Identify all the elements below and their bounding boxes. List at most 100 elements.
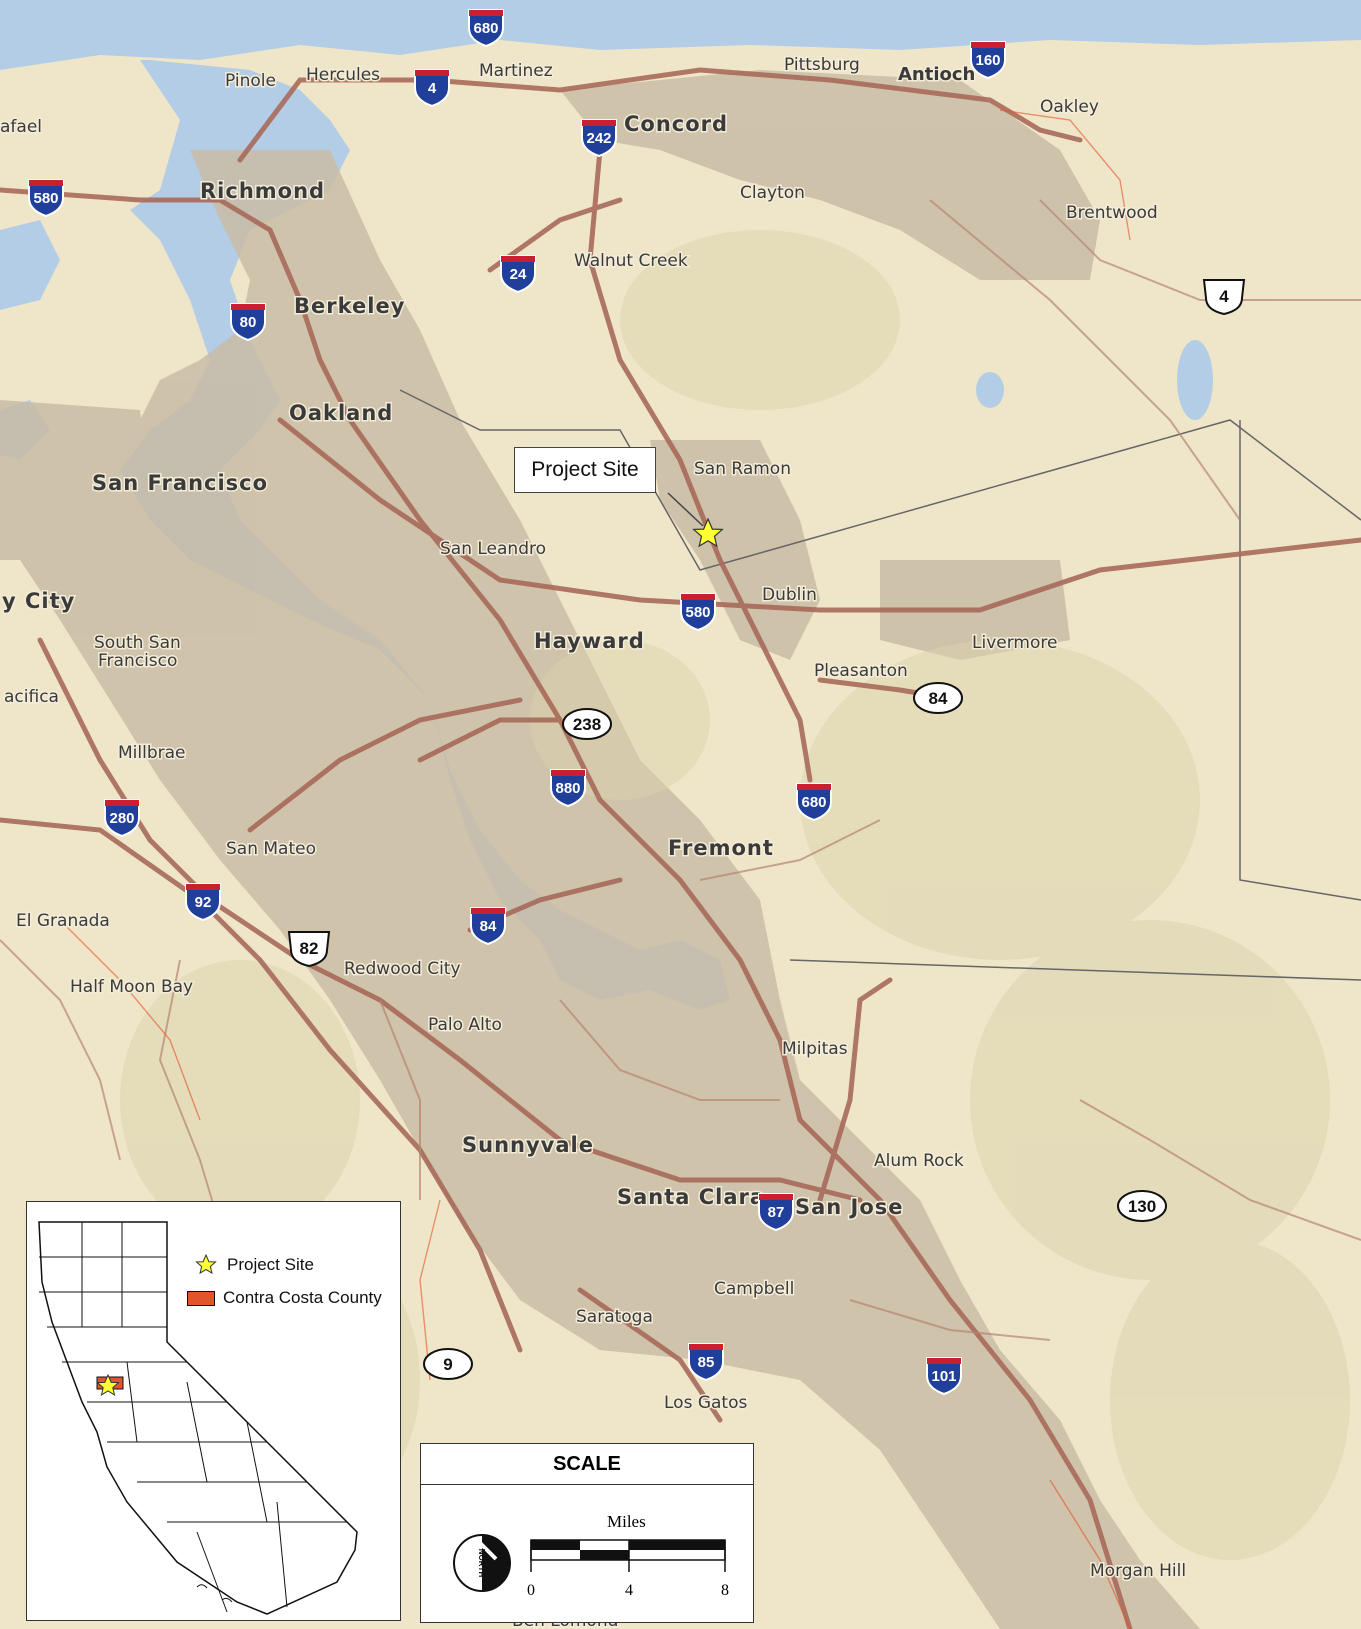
project-site-callout: Project Site <box>514 447 656 493</box>
shield-label: 680 <box>473 20 498 37</box>
shield-label: 101 <box>931 1368 956 1385</box>
label-san-mateo: San Mateo <box>226 839 316 859</box>
shield-label: 82 <box>300 939 319 958</box>
shield-label: 280 <box>109 810 134 827</box>
shield-label: 580 <box>33 190 58 207</box>
label-campbell: Campbell <box>714 1279 794 1299</box>
label-pittsburg: Pittsburg <box>784 55 860 75</box>
scale-tick-8: 8 <box>721 1582 729 1599</box>
interstate-shield: 580 <box>680 593 716 632</box>
label-morgan-hill: Morgan Hill <box>1090 1561 1186 1581</box>
interstate-shield: 680 <box>468 9 504 48</box>
county-roads <box>59 109 1131 1629</box>
interstate-shield: 80 <box>230 303 266 342</box>
label-los-gatos: Los Gatos <box>664 1393 747 1413</box>
legend-label: Contra Costa County <box>223 1288 382 1307</box>
shield-label: 80 <box>240 314 257 331</box>
scale-box: SCALE NORTH Miles 0 4 8 <box>420 1443 754 1623</box>
label-clayton: Clayton <box>740 183 805 203</box>
shield-label: 85 <box>698 1354 715 1371</box>
state-route-shield: 238 <box>562 708 612 740</box>
interstate-shield: 85 <box>688 1343 724 1382</box>
north-arrow-icon: NORTH <box>453 1534 511 1592</box>
inset-map: Project Site Contra Costa County <box>26 1201 401 1621</box>
scale-tick-0: 0 <box>527 1582 535 1599</box>
county-swatch <box>187 1290 215 1306</box>
legend-item-county: Contra Costa County <box>187 1288 382 1308</box>
north-label: NORTH <box>477 1549 486 1578</box>
interstate-shield: 101 <box>926 1357 962 1396</box>
shield-label: 84 <box>929 689 948 708</box>
label-millbrae: Millbrae <box>118 743 186 763</box>
shield-label: 680 <box>801 794 826 811</box>
shield-label: 130 <box>1128 1197 1156 1216</box>
label-livermore: Livermore <box>972 633 1057 653</box>
shield-label: 24 <box>510 266 527 283</box>
label-san-francisco: San Francisco <box>92 471 268 495</box>
interstate-shield: 880 <box>550 769 586 808</box>
shield-label: 84 <box>480 918 497 935</box>
label-milpitas: Milpitas <box>782 1039 848 1059</box>
route-shields: 4 84 238 82 130 9 <box>287 279 1246 1380</box>
legend-item-project-site: Project Site <box>195 1254 314 1276</box>
shield-label: 4 <box>428 80 437 97</box>
shield-label: 580 <box>685 604 710 621</box>
label-hercules: Hercules <box>306 65 380 85</box>
label-rafael: afael <box>0 117 42 137</box>
shield-label: 9 <box>443 1355 452 1374</box>
scale-units: Miles <box>607 1512 646 1531</box>
label-san-ramon: San Ramon <box>694 459 791 479</box>
label-redwood-city: Redwood City <box>344 959 461 979</box>
us-route-shield: 4 <box>1202 279 1246 316</box>
label-half-moon-bay: Half Moon Bay <box>70 977 193 997</box>
shield-label: 880 <box>555 780 580 797</box>
interstate-shield: 4 <box>414 69 450 108</box>
label-sunnyvale: Sunnyvale <box>462 1133 594 1157</box>
california-outline <box>38 1221 358 1615</box>
shield-label: 92 <box>195 894 212 911</box>
label-pinole: Pinole <box>225 71 276 91</box>
label-martinez: Martinez <box>479 61 553 81</box>
county-boundary <box>399 389 1361 571</box>
interstate-shield: 160 <box>970 41 1006 80</box>
label-daly-city: y City <box>2 589 75 613</box>
interstate-shield: 280 <box>104 799 140 838</box>
shield-label: 87 <box>768 1204 785 1221</box>
label-hayward: Hayward <box>534 629 645 653</box>
label-oakley: Oakley <box>1040 97 1099 117</box>
label-san-leandro: San Leandro <box>440 539 546 559</box>
label-concord: Concord <box>624 112 728 136</box>
interstate-shield: 84 <box>470 907 506 946</box>
project-site-star-icon[interactable] <box>692 517 724 548</box>
inset-star-icon <box>96 1373 120 1396</box>
state-route-shield: 130 <box>1117 1190 1167 1222</box>
label-brentwood: Brentwood <box>1066 203 1158 223</box>
label-oakland: Oakland <box>289 401 393 425</box>
interstate-shields: 680 4 242 160 580 24 80 580 880 680 280 … <box>28 9 1006 1396</box>
secondary-roads <box>0 199 1361 1341</box>
scale-tick-4: 4 <box>625 1582 633 1599</box>
label-el-granada: El Granada <box>16 911 110 931</box>
interstate-shield: 242 <box>581 119 617 158</box>
label-santa-clara: Santa Clara <box>617 1185 765 1209</box>
label-pleasanton: Pleasanton <box>814 661 908 681</box>
label-francisco: Francisco <box>98 651 177 671</box>
county-boundary-south <box>789 959 1361 981</box>
label-antioch: Antioch <box>898 64 975 85</box>
us-route-shield: 82 <box>287 931 331 968</box>
interstate-shield: 680 <box>796 783 832 822</box>
label-richmond: Richmond <box>200 179 325 203</box>
scale-title: SCALE <box>421 1444 753 1485</box>
shield-label: 4 <box>1219 287 1229 306</box>
label-dublin: Dublin <box>762 585 817 605</box>
legend-label: Project Site <box>227 1255 314 1274</box>
interstate-shield: 92 <box>185 883 221 922</box>
star-icon <box>195 1254 217 1275</box>
label-pacifica: acifica <box>4 687 59 707</box>
shield-label: 160 <box>975 52 1000 69</box>
county-boundary-east <box>1239 420 1361 901</box>
label-walnut-creek: Walnut Creek <box>574 251 688 271</box>
water <box>0 0 1361 1010</box>
state-route-shield: 84 <box>913 682 963 714</box>
